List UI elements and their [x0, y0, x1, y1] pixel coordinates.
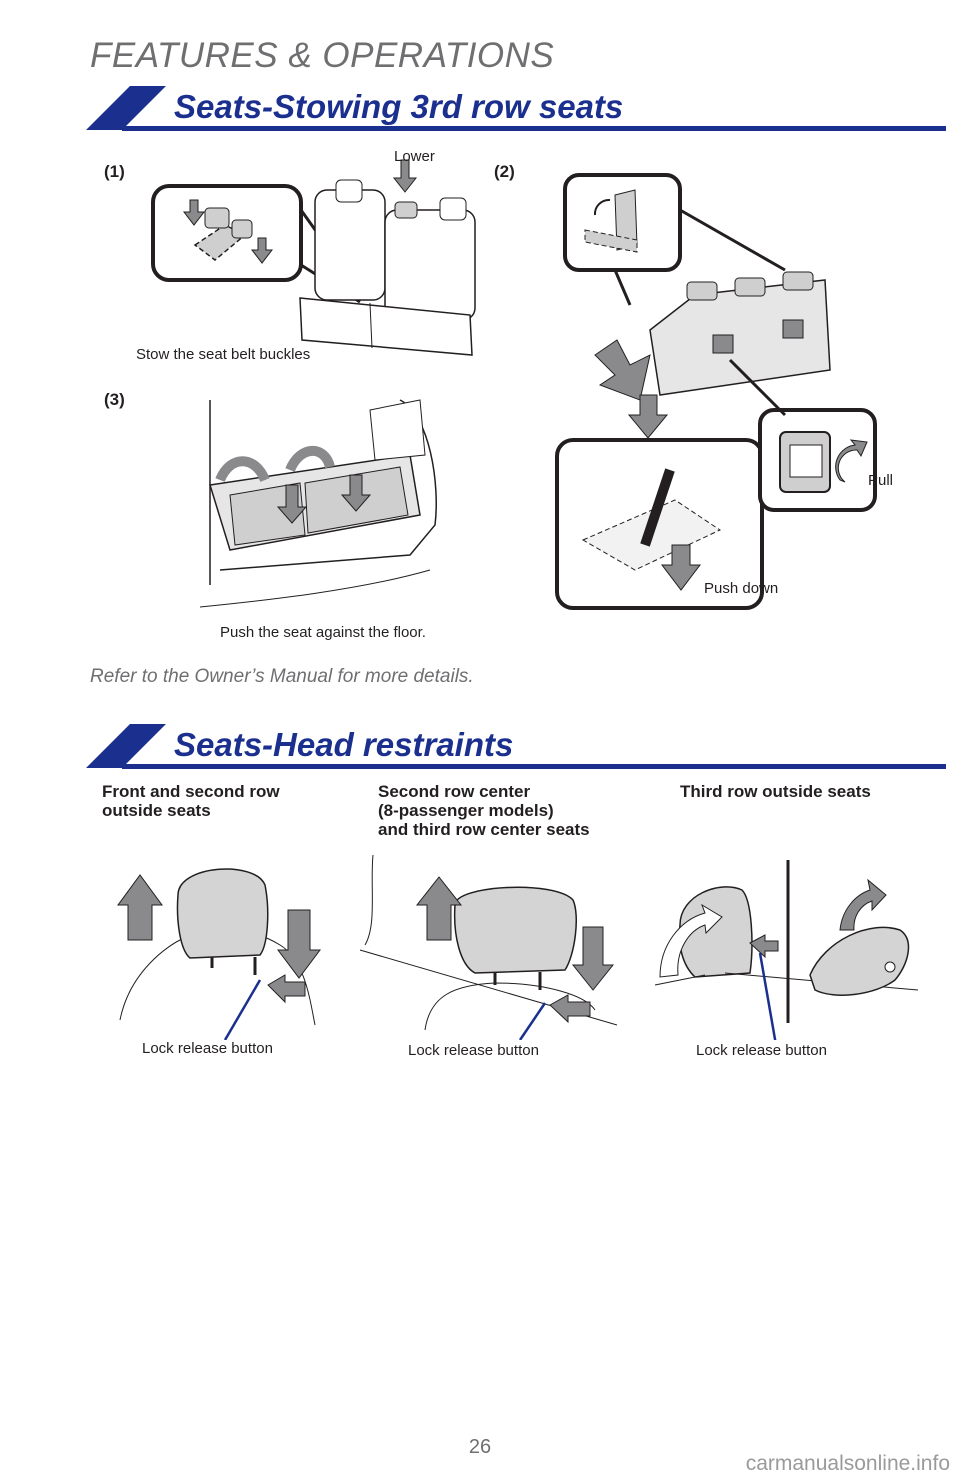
watermark: carmanualsonline.info — [745, 1452, 950, 1475]
label-lower: Lower — [394, 148, 435, 165]
banner-shape — [86, 86, 946, 131]
section-banner-head-restraints: Seats-Head restraints — [86, 722, 946, 770]
step-label-1: (1) — [104, 162, 125, 181]
column-title-third-outside: Third row outside seats — [680, 782, 871, 801]
lock-release-label-front: Lock release button — [142, 1040, 273, 1057]
head-restraint-center-illustration — [359, 855, 618, 1040]
section-banner-stowing: Seats-Stowing 3rd row seats — [86, 84, 946, 132]
column-title-line: Front and second row — [102, 782, 280, 801]
owners-manual-note: Refer to the Owner’s Manual for more det… — [90, 666, 474, 687]
step-label-2: (2) — [494, 162, 515, 181]
column-title-front-second: Front and second row outside seats — [102, 782, 280, 820]
column-title-line: (8-passenger models) — [378, 801, 554, 820]
column-title-line: Second row center — [378, 782, 531, 801]
column-title-second-center: Second row center (8-passenger models) a… — [378, 782, 590, 839]
cargo-floor-illustration — [199, 399, 437, 608]
section-title-stowing: Seats-Stowing 3rd row seats — [174, 88, 624, 125]
lock-release-label-center: Lock release button — [408, 1042, 539, 1059]
column-title-line: and third row center seats — [378, 820, 590, 839]
head-restraint-front-illustration — [117, 868, 321, 1040]
banner-shape — [86, 724, 946, 769]
page-number: 26 — [468, 1436, 492, 1458]
step-label-3: (3) — [104, 390, 125, 409]
label-push-floor: Push the seat against the floor. — [220, 624, 426, 641]
fold-seat-illustration — [555, 173, 877, 610]
label-stow-buckles: Stow the seat belt buckles — [136, 346, 311, 363]
lock-release-label-third: Lock release button — [696, 1042, 827, 1059]
column-title-line: Third row outside seats — [680, 782, 871, 801]
section-header: FEATURES & OPERATIONS — [90, 36, 555, 75]
head-restraint-third-illustration — [654, 860, 919, 1040]
label-push-down: Push down — [704, 580, 779, 597]
label-pull: Pull — [868, 472, 894, 489]
section-title-head-restraints: Seats-Head restraints — [174, 726, 514, 763]
stow-buckles-illustration — [151, 159, 476, 356]
column-title-line: outside seats — [102, 801, 211, 820]
